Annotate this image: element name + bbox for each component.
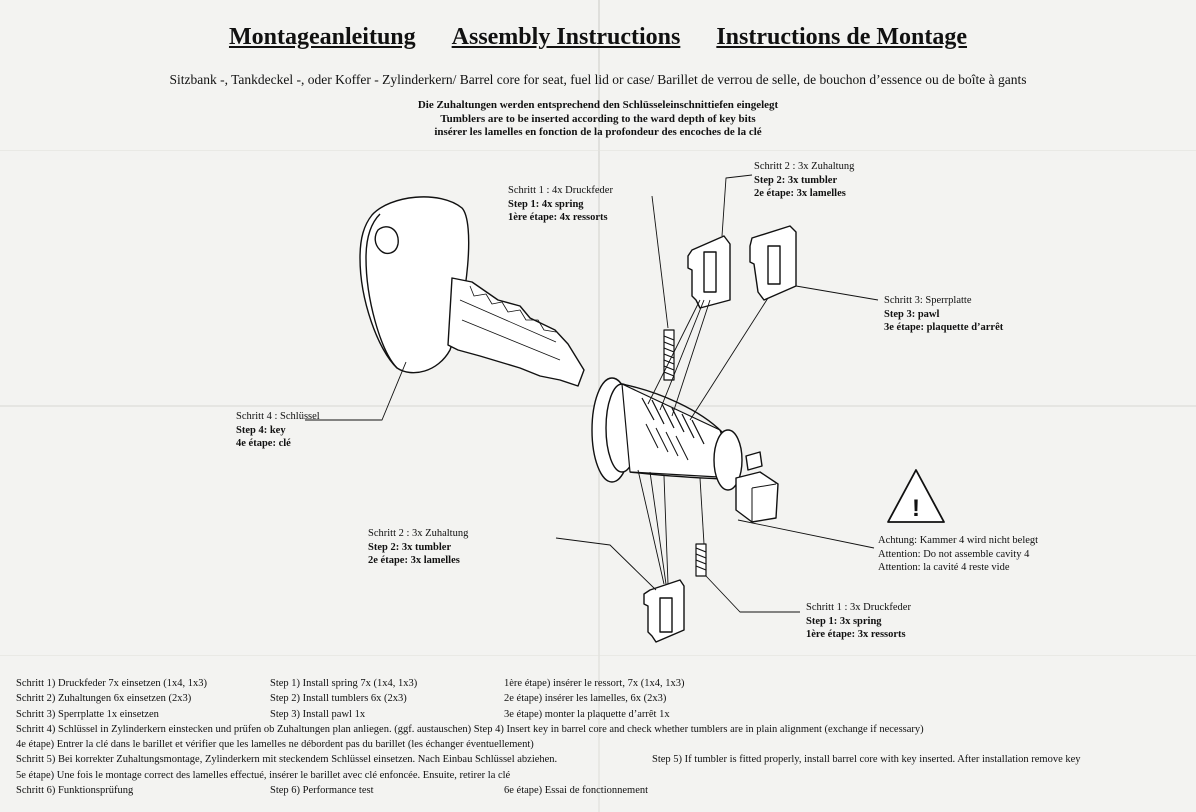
step-text-de: Schritt 5) Bei korrekter Zuhaltungsmonta… [16,754,558,766]
warning-triangle-icon [887,469,945,523]
warning-symbol: ! [912,495,920,522]
note-line-de: Die Zuhaltungen werden entsprechend den … [417,99,779,111]
callout-line: Schritt 2 : 3x Zuhaltung [368,528,469,539]
callout-line: Attention: la cavité 4 reste vide [878,562,1010,573]
step-text-de: Schritt 2) Zuhaltungen 6x einsetzen (2x3… [16,693,192,705]
callout-pawl: Schritt 3: Sperrplatte Step 3: pawl 3e é… [884,294,1003,335]
title-french: Instructions de Montage [716,24,968,50]
callout-warning: Achtung: Kammer 4 wird nicht belegt Atte… [878,534,1038,575]
note-line-en: Tumblers are to be inserted according to… [440,112,756,125]
barrel-core [591,377,779,523]
step-text-fr: 2e étape) insérer les lamelles, 6x (2x3) [504,693,667,705]
key-blade [447,277,585,387]
callout-line: Step 4: key [236,424,286,436]
callout-line: Step 2: 3x tumbler [368,541,452,553]
callout-line: 4e étape: clé [236,438,291,449]
step-text-de: Schritt 3) Sperrplatte 1x einsetzen [16,708,159,720]
step-text-fr: 1ère étape) insérer le ressort, 7x (1x4,… [504,678,685,689]
step-text-en: Step 6) Performance test [270,785,374,797]
callout-tumbler-bottom: Schritt 2 : 3x Zuhaltung Step 2: 3x tumb… [368,527,468,568]
callout-line: Attention: Do not assemble cavity 4 [878,548,1030,560]
step-text-en: Step 5) If tumbler is fitted properly, i… [652,754,1081,766]
step-text-en: Step 2) Install tumblers 6x (2x3) [270,693,407,705]
callout-spring-top: Schritt 1 : 4x Druckfeder Step 1: 4x spr… [508,184,613,225]
callout-spring-bottom: Schritt 1 : 3x Druckfeder Step 1: 3x spr… [806,601,911,642]
callout-line: Achtung: Kammer 4 wird nicht belegt [878,535,1039,546]
step-text-fr: 6e étape) Essai de fonctionnement [504,785,649,797]
callout-tumbler-top: Schritt 2 : 3x Zuhaltung Step 2: 3x tumb… [754,160,854,201]
key-hole-icon [374,226,399,255]
title-english: Assembly Instructions [451,24,681,50]
step-text-en: Step 1) Install spring 7x (1x4, 1x3) [270,678,418,689]
step-text: 5e étape) Une fois le montage correct de… [16,769,511,781]
callout-line: Schritt 3: Sperrplatte [884,295,972,306]
paper-crease [0,150,1196,151]
subtitle: Sitzbank -, Tankdeckel -, oder Koffer - … [169,72,1027,87]
title-german: Montageanleitung [228,24,416,50]
key-head-edge [365,213,398,369]
note-line-fr: insérer les lamelles en fonction de la p… [434,126,762,138]
step-text-en: Step 3) Install pawl 1x [270,708,366,720]
callout-line: Schritt 4 : Schlüssel [236,411,320,422]
step-text-de: Schritt 6) Funktionsprüfung [16,785,134,797]
callout-line: Step 2: 3x tumbler [754,174,838,186]
callout-line: 1ère étape: 4x ressorts [508,212,608,223]
callout-line: Schritt 1 : 3x Druckfeder [806,602,911,613]
callout-line: Step 1: 3x spring [806,615,882,627]
barrel-pin [745,451,763,471]
callout-line: Step 3: pawl [884,308,940,320]
step-text-fr: 3e étape) monter la plaquette d’arrêt 1x [504,708,670,720]
step-text-de: Schritt 1) Druckfeder 7x einsetzen (1x4,… [16,678,207,689]
callout-line: 3e étape: plaquette d’arrêt [884,322,1004,333]
step-text: 4e étape) Entrer la clé dans le barillet… [16,739,534,751]
step-text: Schritt 4) Schlüssel in Zylinderkern ein… [16,723,924,735]
paper-crease [0,655,1196,656]
callout-line: Schritt 1 : 4x Druckfeder [508,185,613,196]
callout-line: Schritt 2 : 3x Zuhaltung [754,161,855,172]
page-title: Montageanleitung Assembly Instructions I… [0,24,1196,51]
callout-line: 1ère étape: 3x ressorts [806,629,906,640]
tumbler-note: Die Zuhaltungen werden entsprechend den … [0,99,1196,140]
callout-line: 2e étape: 3x lamelles [754,188,846,199]
callout-key: Schritt 4 : Schlüssel Step 4: key 4e éta… [236,410,320,451]
spring-bottom-icon [695,543,707,577]
callout-line: 2e étape: 3x lamelles [368,555,460,566]
callout-line: Step 1: 4x spring [508,198,584,210]
